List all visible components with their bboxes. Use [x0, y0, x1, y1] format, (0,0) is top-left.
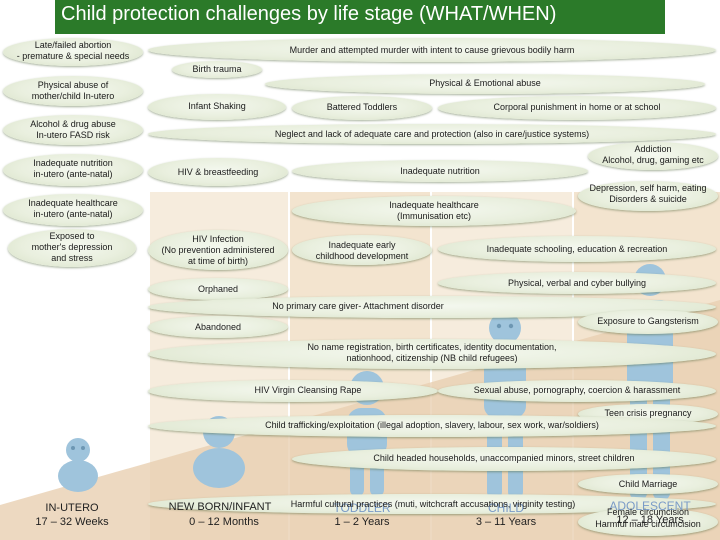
- stage-label-child: CHILD: [487, 501, 524, 515]
- label-orphaned: Orphaned: [197, 284, 239, 294]
- label-schooling: Inadequate schooling, education & recrea…: [486, 244, 668, 254]
- label-no-caregiver: No primary care giver- Attachment disord…: [272, 301, 444, 311]
- label-male-circumcision: Harmful male circumcision: [595, 519, 701, 529]
- pill-gangsterism: [578, 310, 718, 334]
- pill-abortion: [3, 38, 143, 66]
- pill-healthcare-in-utero: [3, 194, 143, 226]
- pill-schooling: [438, 236, 716, 262]
- label-bullying: Physical, verbal and cyber bullying: [507, 278, 647, 288]
- page-title: Child protection challenges by life stag…: [61, 3, 557, 25]
- stage-label-in-utero: IN-UTERO: [45, 502, 99, 514]
- pill-virgin-cleansing: [148, 380, 438, 402]
- pill-no-registration: [148, 339, 716, 369]
- pill-murder: [148, 38, 716, 62]
- label-abandoned: Abandoned: [194, 322, 242, 332]
- label-birth-trauma: Birth trauma: [192, 64, 242, 74]
- pill-orphaned: [148, 278, 288, 300]
- pill-hiv-infection: [148, 230, 288, 270]
- pill-battered-toddlers: [292, 96, 432, 120]
- pill-child-marriage: [578, 474, 718, 494]
- label-hiv-infection: HIV Infection (No prevention administere…: [161, 234, 275, 266]
- label-healthcare-immunisation: Inadequate healthcare (Immunisation etc): [389, 200, 479, 221]
- label-corporal-punishment: Corporal punishment in home or at school: [493, 102, 661, 112]
- stage-age-in-utero: 17 – 32 Weeks: [35, 516, 109, 528]
- pill-sexual-abuse: [438, 380, 716, 402]
- stage-age-infant: 0 – 12 Months: [189, 516, 259, 528]
- stage-label-toddler: TODDLER: [333, 501, 391, 515]
- pill-corporal-punishment: [438, 96, 716, 120]
- pill-inadequate-nutrition: [292, 160, 588, 182]
- label-battered-toddlers: Battered Toddlers: [326, 102, 398, 112]
- in-utero-figure-icon: [58, 438, 98, 492]
- label-physical-emotional-abuse: Physical & Emotional abuse: [429, 78, 541, 88]
- stage-label-adolescent: ADOLESCENT: [609, 499, 691, 513]
- title-banner: Child protection challenges by life stag…: [55, 0, 665, 34]
- pill-healthcare-immunisation: [292, 196, 576, 226]
- label-no-registration: No name registration, birth certificates…: [307, 342, 557, 363]
- label-hiv-breastfeeding: HIV & breastfeeding: [177, 167, 259, 177]
- pill-physical-abuse-mother: [3, 76, 143, 106]
- pill-trafficking: [148, 415, 716, 437]
- stage-age-adolescent: 12 – 18 Years: [616, 514, 684, 526]
- label-neglect: Neglect and lack of adequate care and pr…: [274, 129, 590, 139]
- label-harmful-practices: Harmful cultural practices (muti, witchc…: [290, 499, 576, 509]
- label-nutrition-in-utero: Inadequate nutrition in-utero (ante-nata…: [33, 158, 113, 179]
- label-inadequate-nutrition: Inadequate nutrition: [400, 166, 480, 176]
- label-infant-shaking: Infant Shaking: [188, 101, 246, 111]
- label-physical-abuse-mother: Physical abuse of mother/child In-utero: [31, 80, 115, 101]
- pill-neglect: [148, 124, 716, 144]
- pill-early-development: [292, 235, 432, 265]
- pill-male-circumcision: [578, 508, 718, 536]
- pill-depression-self-harm: [578, 181, 718, 211]
- pill-child-headed: [292, 447, 716, 471]
- pill-nutrition-in-utero: [3, 154, 143, 186]
- pill-alcohol-drug-abuse: [3, 115, 143, 145]
- label-virgin-cleansing: HIV Virgin Cleansing Rape: [254, 385, 362, 395]
- label-murder: Murder and attempted murder with intent …: [289, 45, 575, 55]
- pill-infant-shaking: [148, 94, 286, 120]
- label-depression-self-harm: Depression, self harm, eating Disorders …: [589, 183, 707, 204]
- label-teen-pregnancy: Teen crisis pregnancy: [604, 408, 692, 418]
- pill-bullying: [438, 272, 716, 294]
- label-child-marriage: Child Marriage: [618, 479, 678, 489]
- label-abortion: Late/failed abortion - premature & speci…: [16, 40, 130, 61]
- label-trafficking: Child trafficking/exploitation (illegal …: [265, 420, 599, 430]
- pill-physical-emotional-abuse: [265, 74, 705, 94]
- pill-addiction: [588, 142, 718, 170]
- label-child-headed: Child headed households, unaccompanied m…: [373, 453, 635, 463]
- pill-harmful-practices: [148, 494, 716, 514]
- label-addiction: Addiction Alcohol, drug, gaming etc: [602, 144, 704, 165]
- pill-birth-trauma: [172, 61, 262, 78]
- pill-hiv-breastfeeding: [148, 158, 288, 186]
- pill-abandoned: [148, 316, 288, 338]
- stage-label-infant: NEW BORN/INFANT: [168, 501, 272, 513]
- label-gangsterism: Exposure to Gangsterism: [597, 316, 699, 326]
- label-alcohol-drug-abuse: Alcohol & drug abuse In-utero FASD risk: [30, 119, 116, 140]
- pill-no-caregiver: [148, 296, 716, 318]
- label-maternal-depression: Exposed to mother's depression and stres…: [31, 231, 113, 263]
- label-sexual-abuse: Sexual abuse, pornography, coercion & ha…: [473, 385, 681, 395]
- label-healthcare-in-utero: Inadequate healthcare in-utero (ante-nat…: [28, 198, 118, 219]
- stage-age-child: 3 – 11 Years: [475, 516, 537, 528]
- label-early-development: Inadequate early childhood development: [315, 240, 409, 261]
- pill-maternal-depression: [8, 229, 136, 267]
- stage-age-toddler: 1 – 2 Years: [334, 516, 390, 528]
- label-female-circumcision: Female circumcision: [606, 507, 690, 517]
